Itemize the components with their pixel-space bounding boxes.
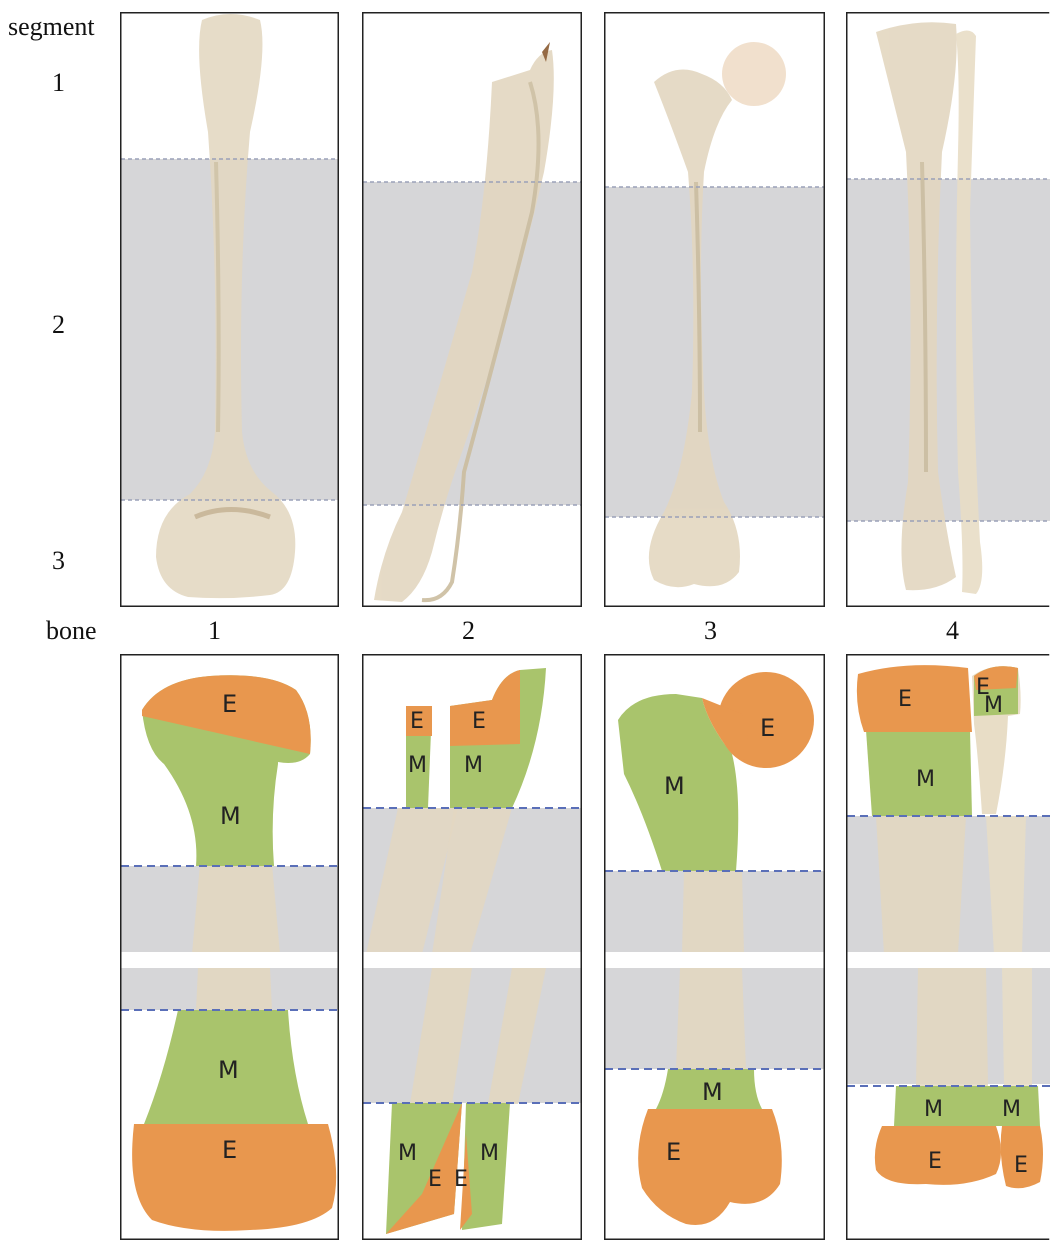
epiphysis-letter: E (898, 687, 912, 712)
epiphysis-letter: E (666, 1138, 681, 1166)
bone-label: bone (46, 618, 97, 644)
epiphysis-letter: E (410, 709, 424, 734)
bone-number-1: 1 (208, 618, 221, 644)
metaphysis-letter: M (984, 693, 1003, 718)
metaphysis-letter: M (924, 1097, 943, 1122)
bone-4-full-panel (846, 12, 1050, 607)
segment-number-2: 2 (52, 312, 65, 338)
metaphysis-letter: M (464, 753, 483, 778)
epiphysis-letter: E (760, 714, 775, 742)
metaphysis-letter: M (480, 1141, 499, 1166)
metaphysis-letter: M (664, 772, 685, 800)
segment-label: segment (8, 14, 95, 40)
bone-1-detail-panel: E M M E (120, 654, 339, 1240)
epiphysis-letter: E (222, 690, 237, 718)
epiphysis-region (857, 665, 972, 732)
bone-number-3: 3 (704, 618, 717, 644)
diaphysis-band (605, 187, 824, 517)
epiphysis-letter: E (428, 1167, 442, 1192)
metaphysis-letter: M (702, 1078, 723, 1106)
epiphysis-letter: E (928, 1149, 942, 1174)
metaphysis-letter: M (408, 753, 427, 778)
segment-number-1: 1 (52, 70, 65, 96)
bone-3-detail-panel: E M M E (604, 654, 825, 1240)
epiphysis-letter: E (222, 1136, 237, 1164)
bone-2-detail-panel: E M E M M E E M (362, 654, 582, 1240)
metaphysis-letter: M (218, 1056, 239, 1084)
bone-2-full-panel (362, 12, 582, 607)
metaphysis-letter: M (1002, 1097, 1021, 1122)
epiphysis-letter: E (454, 1167, 468, 1192)
epiphysis-region (450, 670, 520, 746)
segment-number-3: 3 (52, 548, 65, 574)
bone-number-4: 4 (946, 618, 959, 644)
metaphysis-letter: M (220, 802, 241, 830)
bone-1-full-panel (120, 12, 339, 607)
bone-4-detail-panel: E E M M M M E E (846, 654, 1050, 1240)
diaphysis-band (847, 179, 1050, 521)
metaphysis-letter: M (398, 1141, 417, 1166)
epiphysis-letter: E (472, 709, 486, 734)
bone-3-full-panel (604, 12, 825, 607)
metaphysis-letter: M (916, 767, 935, 792)
epiphysis-letter: E (1014, 1153, 1028, 1178)
bone-number-2: 2 (462, 618, 475, 644)
epiphysis-region (638, 1109, 782, 1225)
